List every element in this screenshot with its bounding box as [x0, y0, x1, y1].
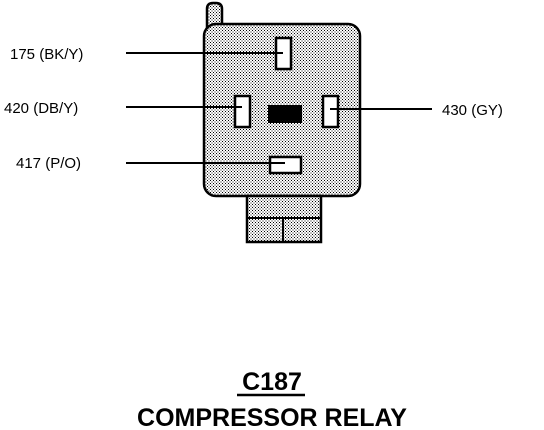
pin-label-430: 430 (GY): [442, 102, 503, 119]
terminal-420: [233, 94, 252, 129]
connector-id: C187: [242, 368, 302, 396]
pin-label-175: 175 (BK/Y): [10, 46, 83, 63]
terminal-center-blocked: [268, 105, 302, 123]
terminal-417: [268, 155, 303, 175]
pin-label-420: 420 (DB/Y): [4, 100, 78, 117]
pin-label-417: 417 (P/O): [16, 155, 81, 172]
connector-name: COMPRESSOR RELAY: [137, 404, 407, 430]
terminal-430: [321, 94, 340, 129]
